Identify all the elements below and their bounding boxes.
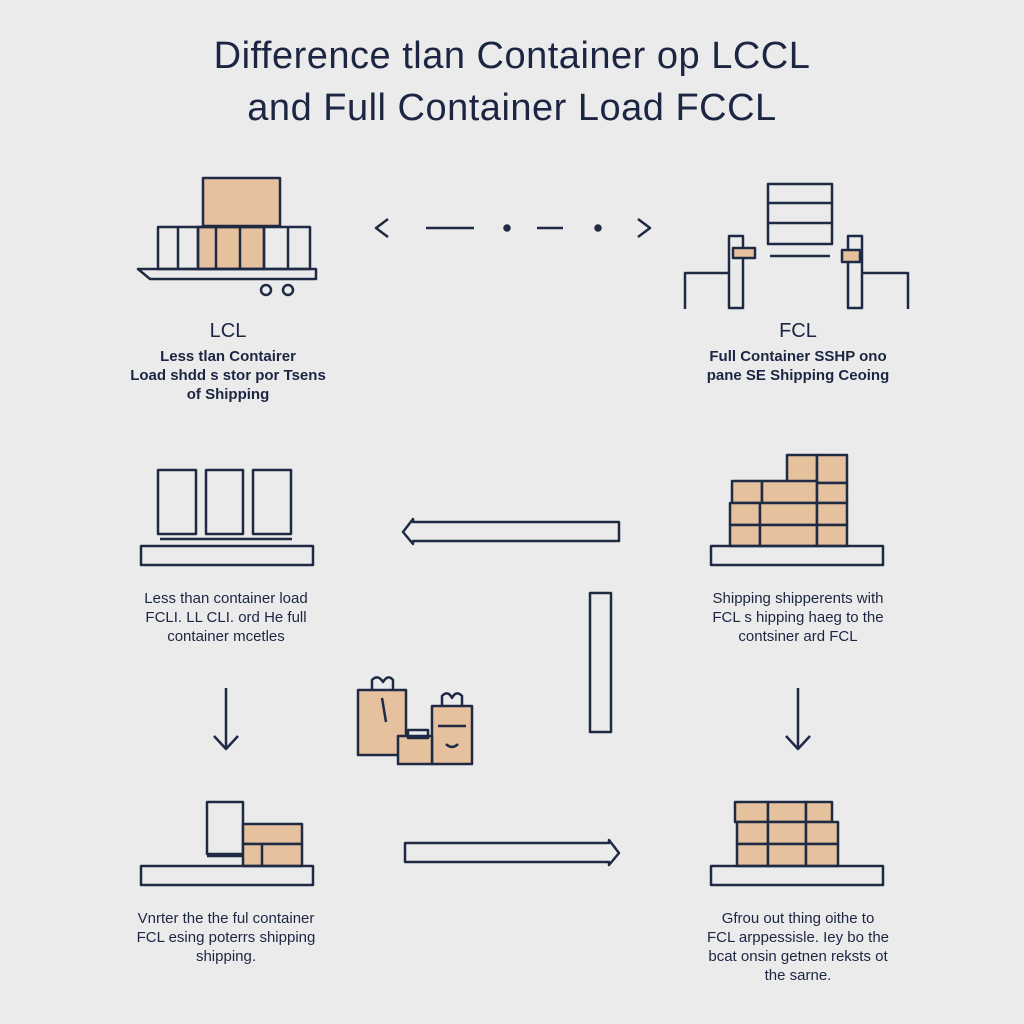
fcl-desc-line-1: Full Container SSHP ono xyxy=(709,348,887,365)
mid-right-description: Shipping shipperents with FCL s hipping … xyxy=(668,589,928,646)
page-title: Difference tlan Container op LCCL and Fu… xyxy=(0,30,1024,134)
down-arrow-left xyxy=(213,688,239,751)
lcl-desc-line-3: of Shipping xyxy=(186,386,270,403)
down-arrow-right xyxy=(785,688,811,751)
mid-right-line-1: Shipping shipperents with xyxy=(712,590,884,607)
fcl-stacked-boxes-icon xyxy=(709,453,885,567)
title-line-1: Difference tlan Container op LCCL xyxy=(213,35,811,77)
bottom-left-description: Vnrter the the ful container FCL esing p… xyxy=(96,909,356,966)
lcl-desc-line-1: Less tlan Contairer xyxy=(160,348,296,365)
bottom-left-line-3: shipping. xyxy=(195,948,257,965)
left-arrow xyxy=(401,517,621,546)
lcl-truck-icon xyxy=(136,176,318,297)
mid-left-line-2: FCLI. LL CLI. ord He full xyxy=(145,609,307,626)
title-line-2: and Full Container Load FCCL xyxy=(247,87,777,129)
fcl-description: Full Container SSHP ono pane SE Shipping… xyxy=(668,347,928,385)
mid-left-line-3: container mcetles xyxy=(167,628,285,645)
parcels-icon xyxy=(356,676,474,766)
bottom-left-line-2: FCL esing poterrs shipping xyxy=(136,929,316,946)
bottom-right-boxes-icon xyxy=(709,800,885,887)
mid-right-line-3: contsiner ard FCL xyxy=(738,628,858,645)
mid-left-line-1: Less than container load xyxy=(144,590,308,607)
fcl-desc-line-2: pane SE Shipping Ceoing xyxy=(706,367,890,384)
bottom-right-line-2: FCL arppessisle. Iey bo the xyxy=(706,929,890,946)
bottom-right-line-3: bcat onsin getnen reksts ot xyxy=(708,948,888,965)
right-arrow xyxy=(403,838,621,867)
bottom-left-line-1: Vnrter the the ful container xyxy=(137,910,315,927)
lcl-containers-icon xyxy=(139,468,315,567)
lcl-desc-line-2: Load shdd s stor por Tsens xyxy=(130,367,326,384)
vertical-bar xyxy=(588,591,613,734)
lcl-heading: LCL xyxy=(209,320,247,342)
mid-left-description: Less than container load FCLI. LL CLI. o… xyxy=(96,589,356,646)
fcl-crane-icon xyxy=(683,182,910,310)
lcl-description: Less tlan Contairer Load shdd s stor por… xyxy=(98,347,358,404)
fcl-heading: FCL xyxy=(779,320,817,342)
bottom-left-container-icon xyxy=(139,800,315,887)
top-dashed-arrow xyxy=(374,218,652,238)
bottom-right-line-4: the sarne. xyxy=(764,967,832,984)
bottom-right-line-1: Gfrou out thing oithe to xyxy=(721,910,875,927)
mid-right-line-2: FCL s hipping haeg to the xyxy=(712,609,884,626)
bottom-right-description: Gfrou out thing oithe to FCL arppessisle… xyxy=(668,909,928,985)
